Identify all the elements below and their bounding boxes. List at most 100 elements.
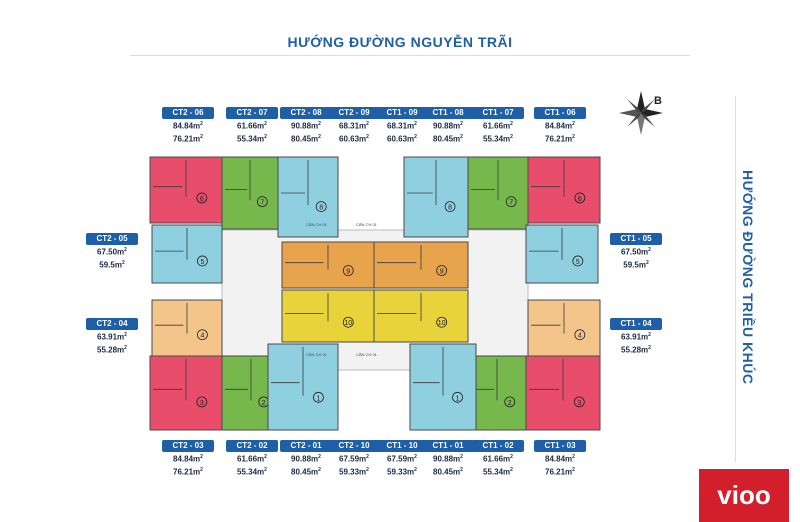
unit-code: CT1 - 02 — [472, 440, 524, 452]
unit-label-bottom: CT2 - 02 61.66m2 55.34m2 — [226, 440, 278, 476]
unit-label-bottom: CT2 - 03 84.84m2 76.21m2 — [162, 440, 214, 476]
unit-number-marker — [574, 192, 586, 204]
unit-code: CT2 - 09 — [328, 107, 380, 119]
unit-number: 5 — [576, 259, 580, 266]
unit-number: 5 — [200, 259, 204, 266]
unit-area: 61.66m2 — [483, 454, 513, 464]
unit-area: 80.45m2 — [291, 466, 321, 477]
unit-area: 84.84m2 — [545, 454, 575, 464]
unit-number-marker — [196, 329, 208, 341]
unit-label-left: CT2 - 05 67.50m2 59.5m2 — [86, 233, 138, 269]
unit-number: 9 — [346, 269, 350, 276]
unit-code: CT1 - 03 — [534, 440, 586, 452]
unit-number: 10 — [438, 320, 446, 327]
unit-number-marker — [342, 265, 354, 276]
unit-number: 7 — [509, 200, 513, 207]
unit-area: 68.31m2 — [387, 121, 417, 131]
unit-label-bottom: CT1 - 02 61.66m2 55.34m2 — [472, 440, 524, 476]
unit-label-top: CT2 - 06 84.84m2 76.21m2 — [162, 107, 214, 143]
side-divider — [735, 96, 736, 462]
unit-area: 67.50m2 — [621, 247, 651, 257]
unit-area: 76.21m2 — [173, 466, 203, 477]
unit-number-marker — [196, 255, 208, 267]
unit-number: 6 — [200, 196, 204, 203]
unit-number-marker — [574, 329, 586, 341]
unit-number: 1 — [316, 395, 320, 402]
top-divider — [130, 55, 690, 56]
unit-area: 55.34m2 — [237, 133, 267, 144]
compass-letter: B — [654, 95, 662, 107]
unit-number-marker — [196, 396, 208, 408]
unit-area: 76.21m2 — [545, 133, 575, 144]
corridor-label: CĂN CH 01 — [356, 222, 378, 227]
unit-code: CT2 - 06 — [162, 107, 214, 119]
unit-number-marker — [436, 316, 448, 328]
unit-area: 55.28m2 — [97, 344, 127, 355]
unit-area: 67.50m2 — [97, 247, 127, 257]
unit-number: 3 — [200, 400, 204, 407]
unit-number: 2 — [262, 400, 266, 407]
unit-area: 63.91m2 — [97, 332, 127, 342]
unit-number-marker — [342, 316, 354, 328]
unit-area: 59.5m2 — [99, 259, 125, 270]
unit-area: 80.45m2 — [291, 133, 321, 144]
unit-label-top: CT2 - 07 61.66m2 55.34m2 — [226, 107, 278, 143]
unit-area: 76.21m2 — [173, 133, 203, 144]
unit-code: CT1 - 05 — [610, 233, 662, 245]
unit-area: 55.34m2 — [237, 466, 267, 477]
vioo-logo: vioo — [699, 469, 789, 522]
unit-area: 61.66m2 — [237, 121, 267, 131]
unit-code: CT2 - 10 — [328, 440, 380, 452]
corridor-label: CĂN CH 01 — [306, 222, 328, 227]
unit-number: 4 — [578, 333, 582, 340]
unit-number-marker — [256, 196, 268, 208]
unit-area: 84.84m2 — [173, 121, 203, 131]
unit-area: 59.33m2 — [387, 466, 417, 477]
unit-area: 90.88m2 — [291, 454, 321, 464]
unit-code: CT1 - 06 — [534, 107, 586, 119]
unit-area: 68.31m2 — [339, 121, 369, 131]
unit-label-bottom: CT1 - 03 84.84m2 76.21m2 — [534, 440, 586, 476]
unit-number-marker — [312, 391, 324, 403]
unit-number-marker — [452, 391, 463, 403]
unit-code: CT2 - 03 — [162, 440, 214, 452]
unit-area: 61.66m2 — [237, 454, 267, 464]
unit-area: 60.63m2 — [387, 133, 417, 144]
unit-area: 55.34m2 — [483, 466, 513, 477]
unit-area: 90.88m2 — [433, 121, 463, 131]
unit-area: 61.66m2 — [483, 121, 513, 131]
unit-number: 8 — [319, 205, 323, 212]
unit-number: 9 — [440, 269, 444, 276]
unit-area: 84.84m2 — [173, 454, 203, 464]
unit-number-marker — [444, 201, 456, 213]
unit-code: CT2 - 05 — [86, 233, 138, 245]
unit-code: CT1 - 04 — [610, 318, 662, 330]
unit-area: 80.45m2 — [433, 466, 463, 477]
unit-code: CT2 - 07 — [226, 107, 278, 119]
unit-number-marker — [436, 265, 448, 276]
unit-code: CT1 - 09 — [376, 107, 428, 119]
unit-area: 76.21m2 — [545, 466, 575, 477]
unit-label-top: CT1 - 09 68.31m2 60.63m2 — [376, 107, 428, 143]
unit-number-marker — [573, 396, 585, 408]
unit-area: 55.34m2 — [483, 133, 513, 144]
unit-code: CT1 - 07 — [472, 107, 524, 119]
unit-number-marker — [315, 201, 327, 213]
compass-icon — [619, 91, 663, 135]
unit-code: CT1 - 10 — [376, 440, 428, 452]
road-title-top: HƯỚNG ĐƯỜNG NGUYỄN TRÃI — [287, 34, 513, 50]
unit-area: 60.63m2 — [339, 133, 369, 144]
unit-number: 10 — [344, 320, 352, 327]
unit-code: CT2 - 02 — [226, 440, 278, 452]
unit-number: 3 — [577, 400, 581, 407]
unit-number-marker — [504, 396, 516, 408]
unit-number: 7 — [260, 200, 264, 207]
